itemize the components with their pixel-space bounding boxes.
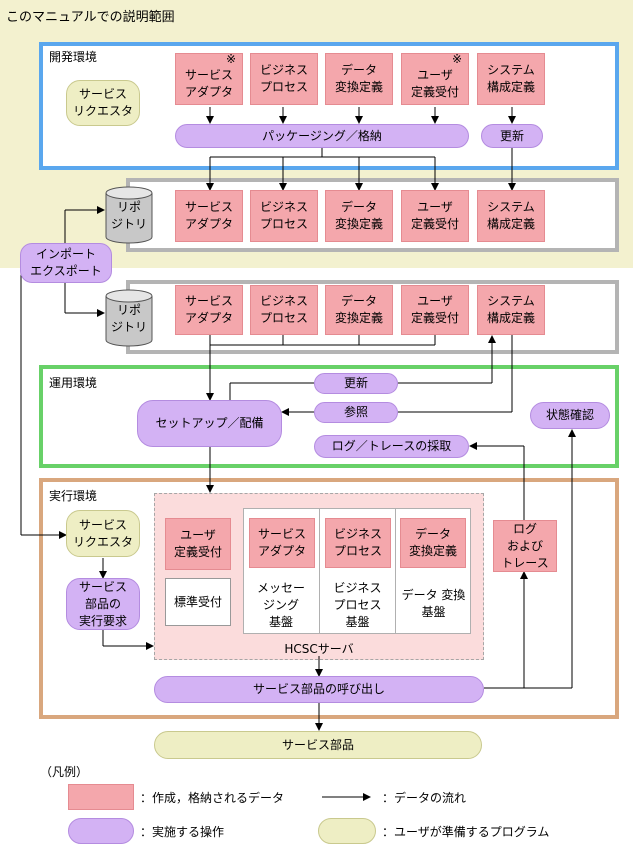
repo1-system-config: システム 構成定義	[477, 190, 545, 242]
data-transform-base: データ 変換 基盤	[401, 588, 466, 619]
dev-service-requester: サービス リクエスタ	[66, 80, 140, 126]
ops-env-title: 運用環境	[49, 376, 98, 390]
ops-update-operation: 更新	[314, 373, 398, 394]
repo1-business-process: ビジネス プロセス	[250, 190, 318, 242]
repository-icon-1	[105, 186, 153, 244]
messaging-base: メッセー ジング 基盤	[256, 581, 305, 629]
service-execution-request: サービス 部品の 実行要求	[66, 578, 140, 630]
repository-label-2: リポ ジトリ	[110, 303, 147, 334]
exec-data-transform: データ 変換定義	[400, 518, 466, 568]
dev-item-user-definition: ユーザ 定義受付	[401, 53, 469, 105]
hcsc-server-label: HCSCサーバ	[284, 642, 354, 656]
legend-program-label: ：ユーザが準備するプログラム	[382, 825, 550, 839]
legend-program-swatch	[318, 818, 376, 844]
dev-update-operation: 更新	[481, 124, 543, 148]
dev-mark-2: ※	[452, 52, 463, 66]
legend-op-label: ：実施する操作	[140, 825, 225, 839]
business-process-base: ビジネス プロセス 基盤	[333, 581, 382, 629]
exec-service-requester: サービス リクエスタ	[66, 510, 140, 557]
repo2-system-config: システム 構成定義	[477, 285, 545, 335]
standard-accept: 標準受付	[165, 578, 231, 626]
legend-data-label: ：作成，格納されるデータ	[140, 791, 285, 805]
legend-title: （凡例）	[40, 765, 89, 779]
log-and-trace: ログ および トレース	[493, 520, 557, 572]
service-part: サービス部品	[154, 731, 482, 759]
exec-env-title: 実行環境	[49, 489, 98, 503]
exec-user-definition: ユーザ 定義受付	[165, 518, 231, 570]
dev-item-business-process: ビジネス プロセス	[250, 53, 318, 105]
dev-item-service-adapter: サービス アダプタ	[175, 53, 243, 105]
packaging-operation: パッケージング／格納	[175, 124, 469, 148]
exec-business-process: ビジネス プロセス	[325, 518, 391, 568]
legend-flow-label: ：データの流れ	[382, 791, 467, 805]
repo2-business-process: ビジネス プロセス	[250, 285, 318, 335]
exec-service-adapter: サービス アダプタ	[249, 518, 315, 568]
dev-env-title: 開発環境	[49, 50, 98, 64]
import-export-operation: インポート エクスポート	[20, 243, 112, 283]
reference-operation: 参照	[314, 402, 398, 423]
repository-label-1: リポ ジトリ	[110, 200, 147, 231]
repository-icon-2	[105, 289, 153, 347]
repo2-data-transform: データ 変換定義	[325, 285, 393, 335]
scope-title: このマニュアルでの説明範囲	[6, 10, 175, 25]
log-collect-operation: ログ／トレースの採取	[314, 435, 469, 458]
setup-deploy-operation: セットアップ／配備	[137, 400, 282, 447]
dev-item-system-config: システム 構成定義	[477, 53, 545, 105]
repo2-service-adapter: サービス アダプタ	[175, 285, 243, 335]
invoke-service-part: サービス部品の呼び出し	[154, 676, 484, 703]
legend-data-swatch	[68, 784, 134, 810]
base-divider-2	[395, 508, 396, 634]
dev-mark-1: ※	[226, 52, 237, 66]
repo1-data-transform: データ 変換定義	[325, 190, 393, 242]
base-divider-1	[319, 508, 320, 634]
status-check-operation: 状態確認	[530, 402, 610, 429]
repo1-user-definition: ユーザ 定義受付	[401, 190, 469, 242]
repo1-service-adapter: サービス アダプタ	[175, 190, 243, 242]
legend-op-swatch	[68, 818, 134, 844]
dev-item-data-transform: データ 変換定義	[325, 53, 393, 105]
repo2-user-definition: ユーザ 定義受付	[401, 285, 469, 335]
